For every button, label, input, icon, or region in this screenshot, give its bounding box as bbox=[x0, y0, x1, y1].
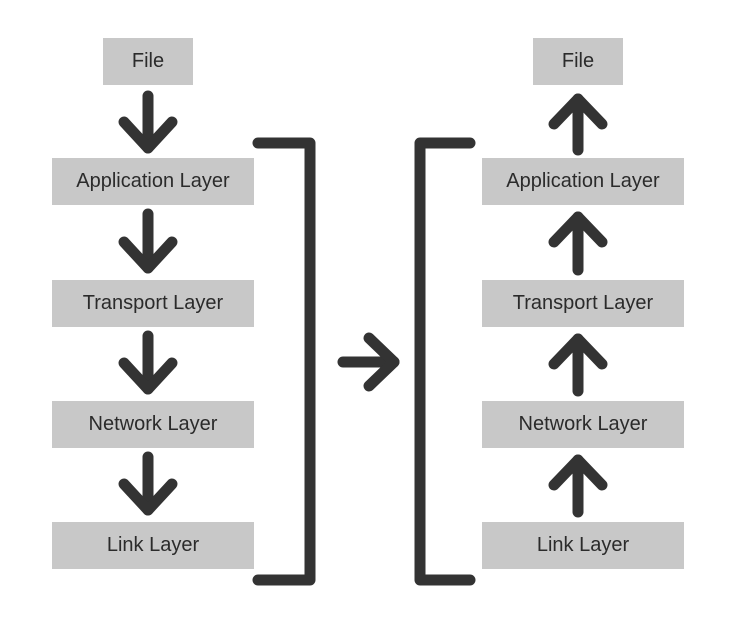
sender-file-box: File bbox=[103, 38, 193, 85]
receiver-file-box: File bbox=[533, 38, 623, 85]
down-arrow-icon bbox=[118, 451, 178, 516]
up-arrow-icon bbox=[548, 93, 608, 156]
down-arrow-icon bbox=[118, 330, 178, 395]
right-arrow-icon bbox=[337, 332, 400, 392]
up-arrow-icon bbox=[548, 454, 608, 518]
receiver-file-label: File bbox=[561, 50, 595, 72]
layer-label: Network Layer bbox=[88, 413, 218, 435]
receiver-transport-layer: Transport Layer bbox=[482, 280, 684, 327]
sender-network-layer: Network Layer bbox=[52, 401, 254, 448]
layer-label: Link Layer bbox=[106, 534, 200, 556]
layer-label: Application Layer bbox=[76, 170, 230, 192]
layer-label: Transport Layer bbox=[512, 292, 654, 314]
up-arrow-icon bbox=[548, 211, 608, 276]
receiver-application-layer: Application Layer bbox=[482, 158, 684, 205]
up-arrow-icon bbox=[548, 333, 608, 397]
layer-label: Network Layer bbox=[518, 413, 648, 435]
sender-bracket bbox=[252, 137, 316, 586]
sender-application-layer: Application Layer bbox=[52, 158, 254, 205]
layer-label: Transport Layer bbox=[82, 292, 224, 314]
receiver-link-layer: Link Layer bbox=[482, 522, 684, 569]
down-arrow-icon bbox=[118, 208, 178, 274]
receiver-bracket bbox=[414, 137, 476, 586]
down-arrow-icon bbox=[118, 90, 178, 154]
receiver-network-layer: Network Layer bbox=[482, 401, 684, 448]
layer-label: Application Layer bbox=[506, 170, 660, 192]
sender-file-label: File bbox=[131, 50, 165, 72]
layer-label: Link Layer bbox=[536, 534, 630, 556]
sender-transport-layer: Transport Layer bbox=[52, 280, 254, 327]
sender-link-layer: Link Layer bbox=[52, 522, 254, 569]
